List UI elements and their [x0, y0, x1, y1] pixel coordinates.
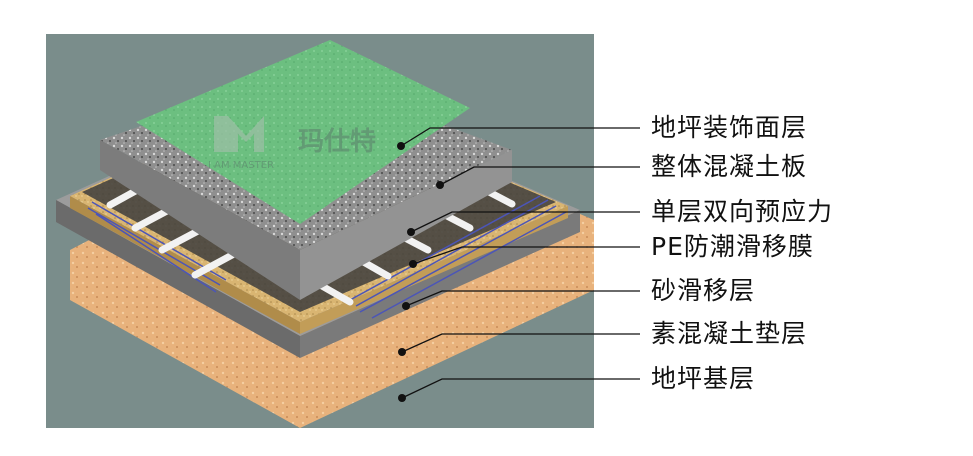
- watermark-brand-cn: 玛仕特: [298, 126, 376, 157]
- label-decorative-finish: 地坪装饰面层: [651, 113, 808, 142]
- label-cushion-layer: 素混凝土垫层: [651, 319, 808, 348]
- label-concrete-slab: 整体混凝土板: [651, 152, 808, 181]
- leader-lines: [400, 127, 640, 399]
- label-base-layer: 地坪基层: [651, 364, 756, 393]
- decorative-finish: [136, 40, 470, 224]
- watermark-logo: [214, 116, 264, 152]
- label-sand-layer: 砂滑移层: [651, 276, 756, 305]
- label-pe-film: PE防潮滑移膜: [651, 232, 814, 261]
- watermark-brand-en: I AM MASTER: [208, 160, 274, 171]
- label-prestress: 单层双向预应力: [651, 197, 834, 226]
- marker-dots: [397, 142, 444, 402]
